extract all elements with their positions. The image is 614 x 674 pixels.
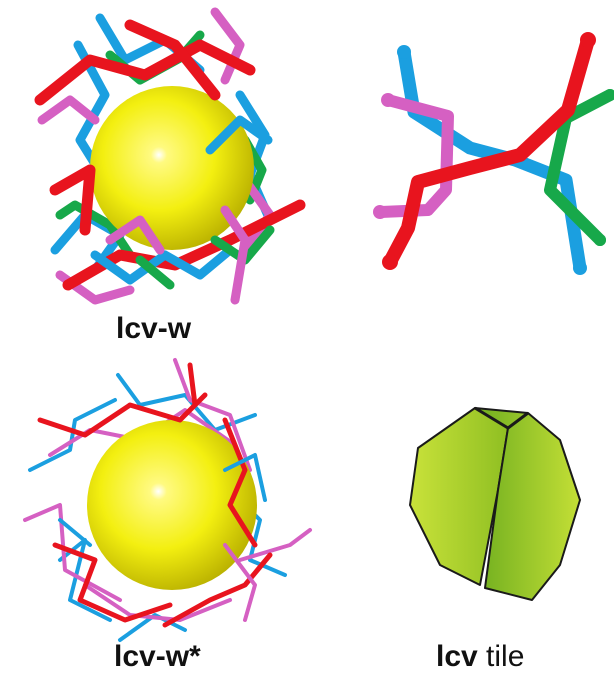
label-lcv-w-text: lcv-w [116, 312, 192, 345]
strand-detail-model [373, 32, 614, 275]
lcv-w-sphere [90, 86, 254, 250]
label-lcv-w-star: lcv-w* [114, 640, 201, 674]
lcv-w-model [34, 7, 306, 305]
lcv-tile-shape [409, 406, 581, 601]
tile-top-edge [474, 406, 529, 430]
tile-right-face [474, 407, 581, 601]
label-lcv-tile-rest: tile [477, 640, 525, 673]
label-lcv-w: lcv-w [116, 312, 191, 346]
lcv-w-star-red-rods [37, 362, 273, 628]
lcv-w-star-sphere [87, 420, 257, 590]
lcv-w-star-model [23, 358, 312, 642]
label-lcv-tile: lcv tile [436, 640, 524, 674]
label-lcv-w-star-text: lcv-w* [114, 640, 201, 673]
detail-green-rod [544, 89, 614, 246]
label-lcv-tile-bold: lcv [436, 640, 478, 673]
detail-red-rod [383, 33, 595, 269]
